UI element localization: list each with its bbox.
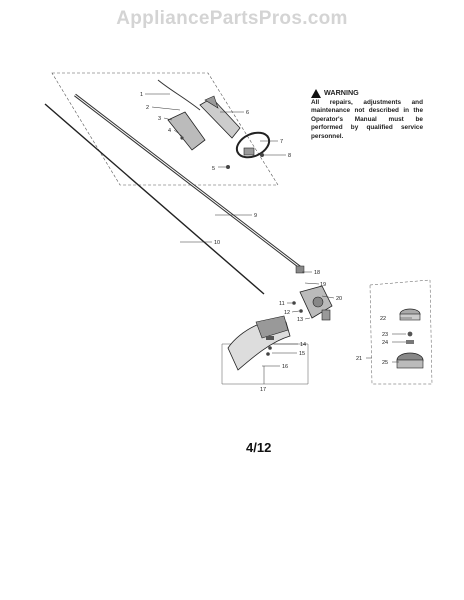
callout-18: 18: [314, 270, 320, 276]
handle-assembly-box: [51, 72, 279, 186]
callout-1: 1: [140, 92, 143, 98]
clamp-ring: [235, 131, 271, 159]
callout-14: 14: [300, 342, 306, 348]
warning-title: WARNING: [324, 88, 359, 98]
warning-triangle-icon: [311, 89, 321, 98]
handle-half: [167, 111, 206, 151]
callout-22: 22: [380, 316, 386, 322]
callout-11: 11: [279, 301, 285, 307]
callout-3: 3: [158, 116, 161, 122]
warning-header: WARNING: [311, 88, 423, 98]
callout-17: 17: [260, 387, 266, 393]
callout-7: 7: [280, 139, 283, 145]
callout-23: 23: [382, 332, 388, 338]
callout-19: 19: [320, 282, 326, 288]
callout-2: 2: [146, 105, 149, 111]
watermark: AppliancePartsPros.com: [116, 8, 348, 29]
callout-12: 12: [284, 310, 290, 316]
callout-8: 8: [288, 153, 291, 159]
page-number: 4/12: [246, 440, 272, 455]
trimmer-head-box: [369, 279, 433, 385]
throttle-cable: [157, 79, 201, 111]
callout-10: 10: [214, 240, 220, 246]
callout-6: 6: [246, 110, 249, 116]
callout-24: 24: [382, 340, 388, 346]
leader-lines: [145, 93, 412, 384]
flex-cable: [44, 103, 265, 295]
callout-20: 20: [336, 296, 342, 302]
warning-text: All repairs, adjustments and maintenance…: [311, 99, 423, 140]
callout-4: 4: [168, 128, 171, 134]
callout-25: 25: [382, 360, 388, 366]
callout-15: 15: [299, 351, 305, 357]
callout-13: 13: [297, 317, 303, 323]
callout-16: 16: [282, 364, 288, 370]
callout-labels: 1 2 3 4 5 6 7 8 9 10 11 12 13 14 15 16 1…: [140, 92, 388, 393]
warning-box: WARNING All repairs, adjustments and mai…: [311, 88, 423, 141]
handle-housing: [199, 97, 241, 139]
callout-21: 21: [356, 356, 362, 362]
callout-5: 5: [212, 166, 215, 172]
callout-9: 9: [254, 213, 257, 219]
